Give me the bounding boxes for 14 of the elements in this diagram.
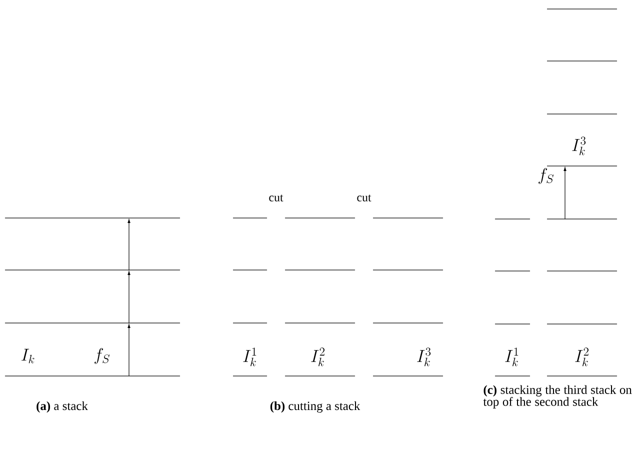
math-label: $f_S$ [538, 168, 554, 184]
math-label: $I_k^2$ [575, 348, 588, 366]
subfigure-caption: (b) cutting a stack [270, 401, 360, 413]
math-label: $I_k$ [22, 348, 34, 364]
cut-label: cut [269, 194, 284, 202]
math-label: $I_k^2$ [311, 348, 324, 366]
subfigure-caption: (a) a stack [36, 401, 88, 413]
cut-label: cut [357, 194, 372, 202]
math-label: $I_k^1$ [505, 348, 518, 366]
math-label: $I_k^3$ [572, 136, 586, 156]
math-label: $f_S$ [94, 348, 110, 364]
subfigure-caption: (c) stacking the third stack on top of the second stack [483, 385, 632, 408]
math-label: $I_k^1$ [243, 348, 256, 366]
math-label: $I_k^3$ [417, 348, 431, 366]
